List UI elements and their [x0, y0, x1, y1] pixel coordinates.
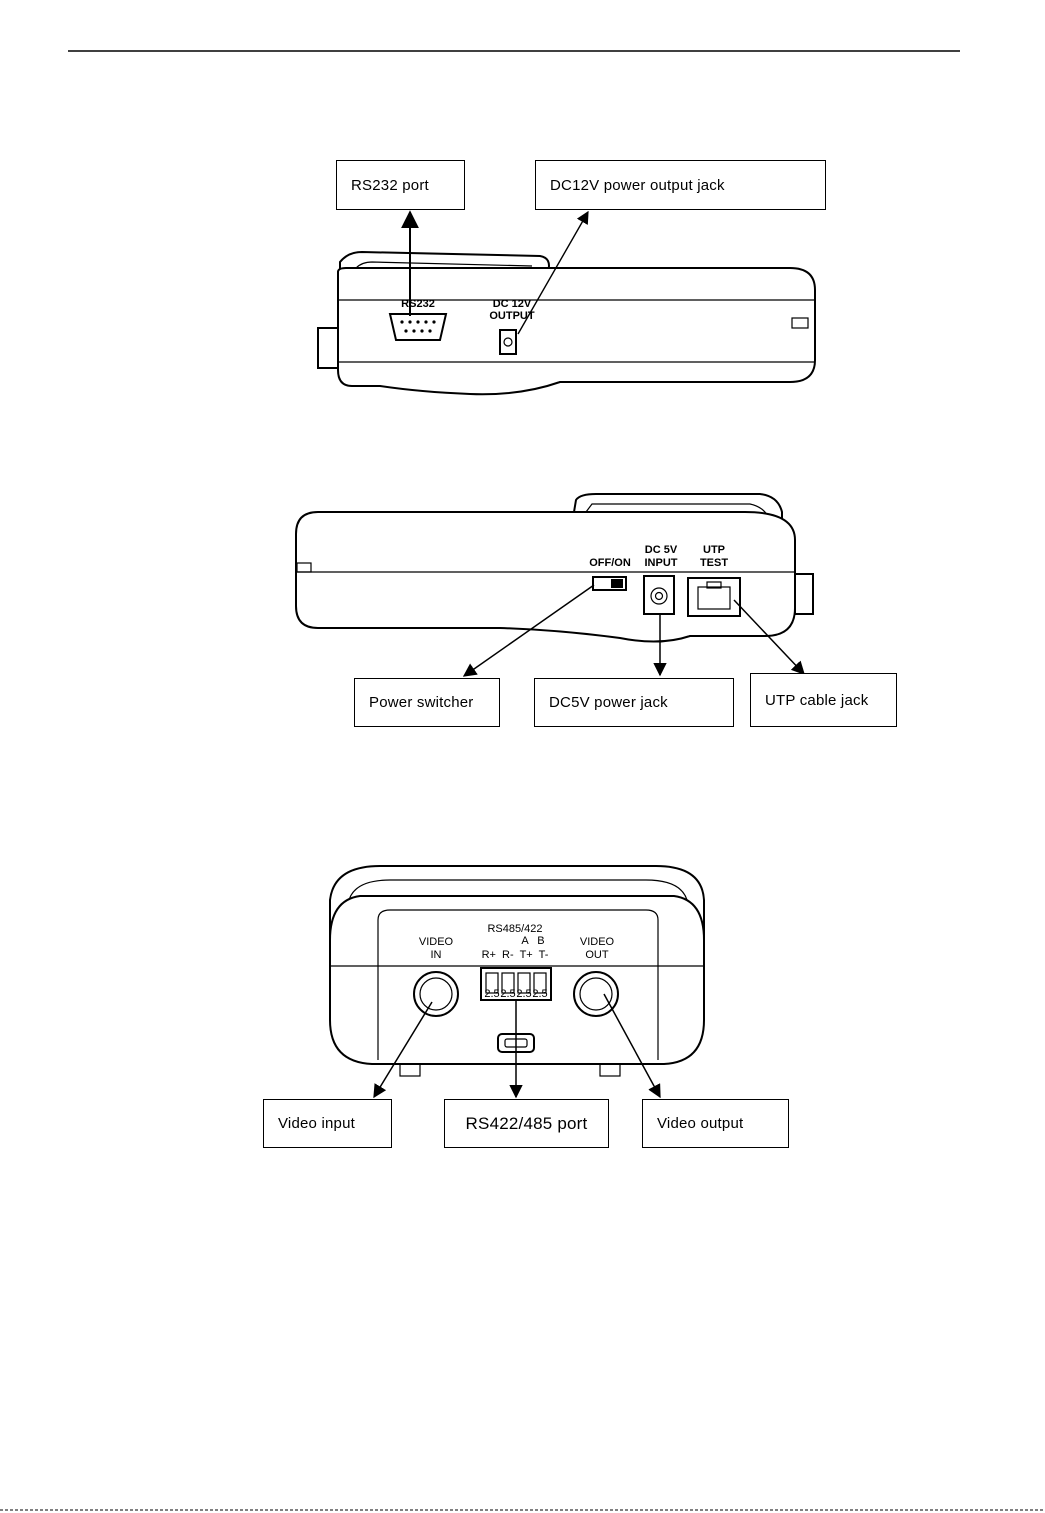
label-rs485: RS485/422	[487, 923, 542, 935]
label-rs232: RS232	[401, 298, 435, 310]
label-video-in-1: VIDEO	[419, 936, 454, 948]
device-side-view	[296, 494, 813, 642]
label-video-out-1: VIDEO	[580, 936, 615, 948]
label-offon: OFF/ON	[589, 557, 631, 569]
callout-dc12v-jack: DC12V power output jack	[535, 160, 826, 210]
callout-utp-jack: UTP cable jack	[750, 673, 897, 727]
callout-video-output: Video output	[642, 1099, 789, 1148]
label-rs485-ab: A B	[521, 935, 544, 947]
callout-dc5v-jack: DC5V power jack	[534, 678, 734, 727]
label-dc12v-1: DC 12V	[493, 298, 532, 310]
label-rs485-pins: R+ R- T+ T-	[482, 949, 549, 961]
callout-video-input: Video input	[263, 1099, 392, 1148]
label-video-out-2: OUT	[585, 949, 609, 961]
callout-rs422-port: RS422/485 port	[444, 1099, 609, 1148]
pin-label-4: 2.5	[532, 988, 547, 1000]
label-utp-1: UTP	[703, 544, 725, 556]
callout-power-switcher: Power switcher	[354, 678, 500, 727]
label-utp-2: TEST	[700, 557, 728, 569]
callout-rs232-port: RS232 port	[336, 160, 465, 210]
label-dc5v-2: INPUT	[645, 557, 678, 569]
pin-label-3: 2.5	[516, 988, 531, 1000]
label-video-in-2: IN	[431, 949, 442, 961]
pin-label-2: 2.5	[500, 988, 515, 1000]
pin-label-1: 2.5	[484, 988, 499, 1000]
label-dc5v-1: DC 5V	[645, 544, 678, 556]
device-top-view	[318, 252, 815, 394]
device-bottom-view	[330, 866, 704, 1076]
